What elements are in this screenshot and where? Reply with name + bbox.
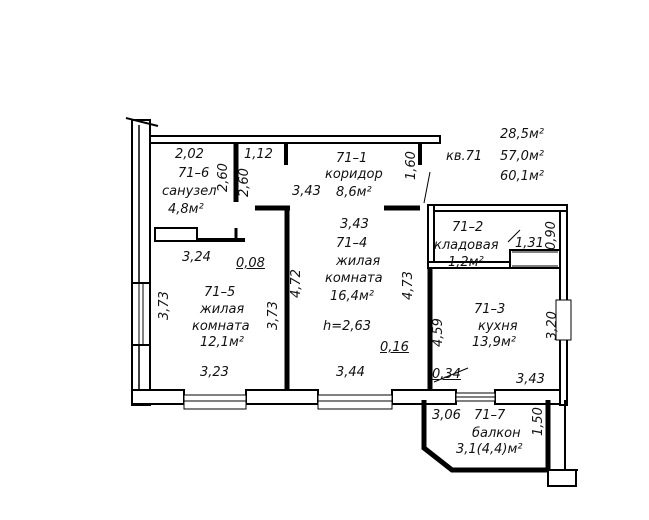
dim-living4-bottom: 3,44 [336, 365, 365, 380]
room-bath-id: 71–6 [178, 166, 210, 181]
dim-balcony-w: 3,06 [432, 408, 461, 423]
room-balcony-name: балкон [472, 426, 521, 441]
room-kitchen-name: кухня [478, 319, 518, 334]
room-living4-name1: жилая [336, 254, 381, 269]
dim-wall-016: 0,16 [380, 340, 409, 355]
balcony-outline [421, 400, 551, 473]
bottom-wall-left [131, 389, 185, 405]
dim-bath-width: 2,02 [175, 147, 204, 162]
room-height: h=2,63 [323, 319, 372, 334]
room-pantry-id: 71–2 [452, 220, 484, 235]
room-living4-area: 16,4м² [330, 289, 374, 304]
dim-wall-008: 0,08 [236, 256, 265, 271]
bath-bottom-wall [154, 227, 198, 242]
room-pantry-name: кладовая [434, 238, 499, 253]
summary-total-with-balcony: 60,1м² [500, 169, 544, 184]
room-kitchen-area: 13,9м² [472, 335, 516, 350]
room-balcony-id: 71–7 [474, 408, 506, 423]
dim-living4-top: 3,43 [340, 217, 369, 232]
left-wall-hatch [125, 117, 159, 127]
room-balcony-area: 3,1(4,4)м² [456, 442, 523, 457]
room-living4-id: 71–4 [336, 236, 368, 251]
pantry-top-wall [429, 204, 568, 212]
dim-kitchen-left: 4,59 [431, 318, 446, 347]
room-living5-name1: жилая [200, 302, 245, 317]
room-corridor-area: 8,6м² [336, 185, 372, 200]
bottom-wall-mid1 [245, 389, 319, 405]
dim-kitchen-bottom: 3,43 [516, 372, 545, 387]
room-bath-name: санузел [162, 184, 217, 199]
room-living5-id: 71–5 [204, 285, 236, 300]
dim-balcony-d: 1,50 [531, 407, 546, 436]
dim-corr-b: 1,60 [404, 151, 419, 180]
left-window [131, 282, 151, 346]
dim-wall-034: 0,34 [432, 367, 461, 382]
room-pantry-area: 1,2м² [448, 255, 484, 270]
room-living4-name2: комната [325, 271, 383, 286]
dim-living4-left: 4,72 [289, 269, 304, 298]
dim-pantry-h: 0,90 [544, 221, 559, 250]
bottom-wall-right [494, 389, 568, 405]
dim-living5-left: 3,73 [157, 291, 172, 320]
dim-living5-top: 3,24 [182, 250, 211, 265]
dim-living4-right: 4,73 [401, 271, 416, 300]
summary-apartment: кв.71 [446, 149, 483, 164]
pantry-cabinet [509, 249, 561, 269]
room-bath-area: 4,8м² [168, 202, 204, 217]
dim-corr-a: 1,12 [244, 147, 273, 162]
dim-corr-c: 3,43 [292, 184, 321, 199]
dim-pantry-w: 1,31 [515, 236, 544, 251]
summary-total-area: 57,0м² [500, 149, 544, 164]
room-kitchen-id: 71–3 [474, 302, 506, 317]
room-corridor-name: коридор [325, 167, 383, 182]
dim-bath-depth-b: 2,60 [237, 168, 252, 197]
summary-living-area: 28,5м² [500, 127, 544, 142]
balcony-door [455, 392, 496, 402]
dim-kitchen-right: 3,20 [545, 311, 560, 340]
kitchen-window [555, 299, 572, 341]
room-corridor-id: 71–1 [336, 151, 368, 166]
bottom-window-2 [317, 394, 393, 410]
dim-living5-right: 3,73 [266, 301, 281, 330]
dim-bath-depth-a: 2,60 [216, 163, 231, 192]
balcony-post [547, 469, 577, 487]
dim-living5-bottom: 3,23 [200, 365, 229, 380]
room-living5-area: 12,1м² [200, 335, 244, 350]
bottom-window-1 [183, 394, 247, 410]
left-outer-wall [131, 119, 151, 406]
room-living5-name2: комната [192, 319, 250, 334]
top-wall [149, 135, 441, 144]
pantry-left-wall [427, 204, 435, 268]
